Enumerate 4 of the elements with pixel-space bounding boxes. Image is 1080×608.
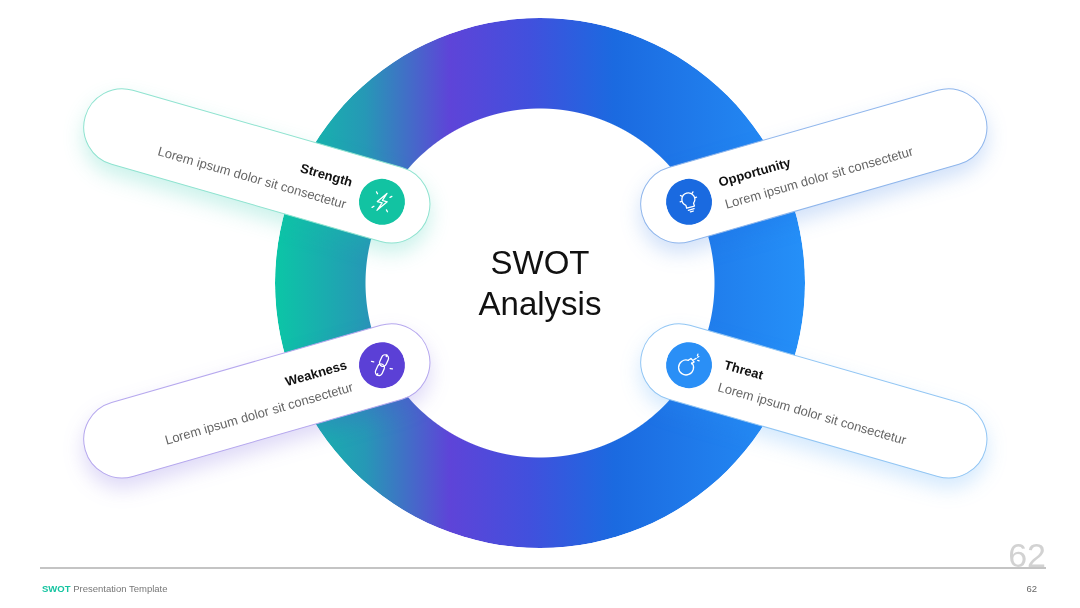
footer-text: SWOT Presentation Template: [42, 583, 168, 594]
card-heading: Threat: [722, 357, 765, 383]
center-title: SWOT Analysis: [477, 243, 603, 324]
page-number: 62: [1026, 583, 1037, 594]
